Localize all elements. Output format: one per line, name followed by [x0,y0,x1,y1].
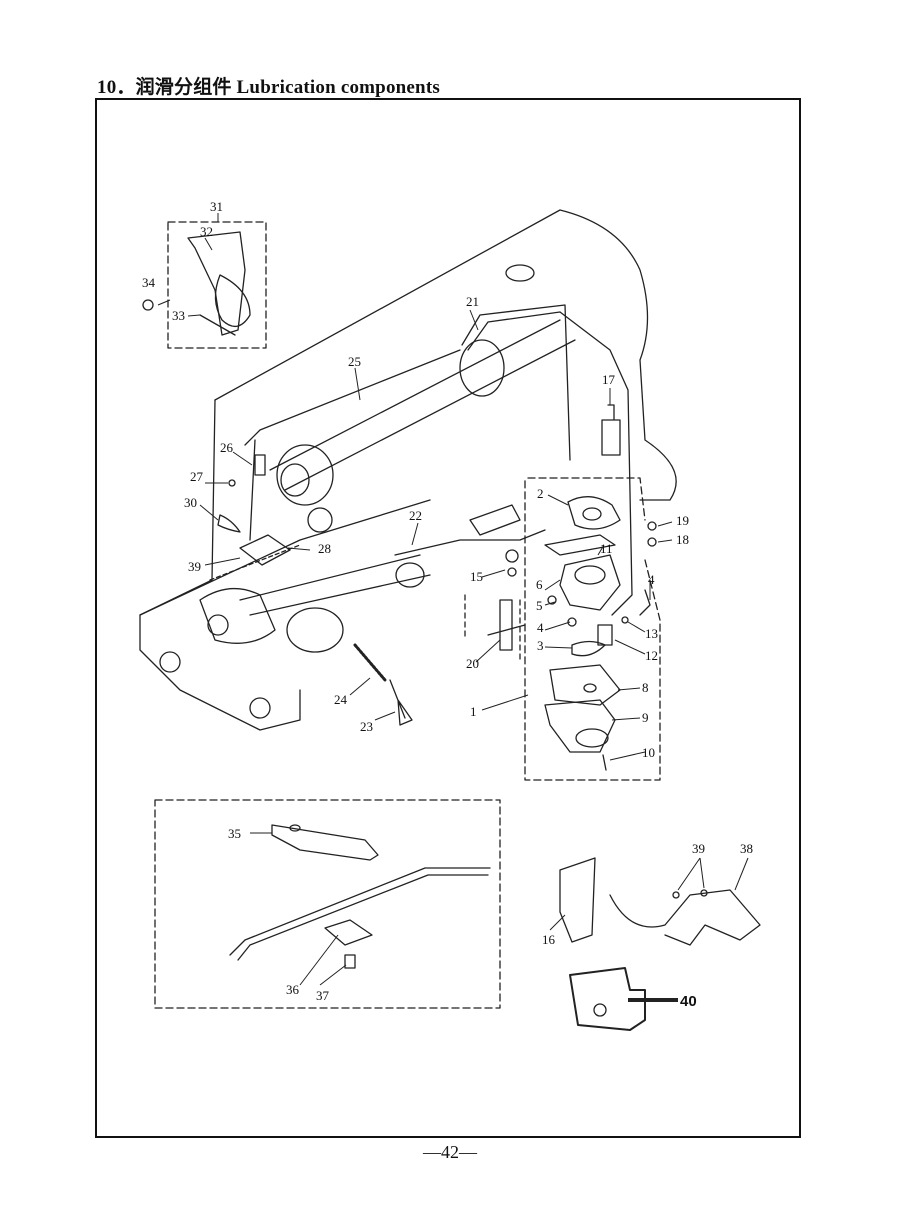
callout-1: 1 [470,704,477,719]
screw-18 [647,537,657,547]
inset-lower-box [154,799,501,1009]
callout-36: 36 [286,982,300,997]
callout-38: 38 [740,841,753,856]
callout-5: 5 [536,598,543,613]
callout-39-left: 39 [188,559,201,574]
wiper-38 [609,889,761,946]
page-number: —42— [423,1142,477,1162]
diagram-frame [95,98,801,1138]
hook-gear-housing [199,587,276,644]
pump-body-11 [559,554,621,611]
callout-4-lower: 4 [537,620,544,635]
oil-pipe-25 [244,349,461,446]
machine-arm-outline [214,209,677,501]
plate-16 [559,857,596,943]
felt-28 [239,534,291,566]
callout-32: 32 [200,224,213,239]
gear-12 [597,624,613,646]
inset-31-box [167,221,267,349]
gasket-8 [549,664,621,706]
callout-33: 33 [172,308,185,323]
pump-cover-2 [567,496,621,530]
callout-28: 28 [318,541,331,556]
callout-37: 37 [316,988,330,1003]
callout-25: 25 [348,354,361,369]
oil-pipe-22 [394,529,546,556]
callout-17: 17 [602,372,616,387]
callout-39-right: 39 [692,841,705,856]
callout-11: 11 [600,541,613,556]
callout-23: 23 [360,719,373,734]
callout-16: 16 [542,932,556,947]
callout-4-right: 4 [648,572,655,587]
callout-12: 12 [645,648,658,663]
callout-40: 40 [680,993,697,1010]
upper-shaft [269,319,576,491]
screw-23 [389,679,413,726]
part-20 [487,599,526,651]
callout-19: 19 [676,513,689,528]
callout-18: 18 [676,532,689,547]
plate-35 [271,824,379,861]
callout-3: 3 [537,638,544,653]
callout-13: 13 [645,626,658,641]
plate-40 [569,967,646,1031]
callout-6: 6 [536,577,543,592]
rod [229,867,491,961]
callout-22: 22 [409,508,422,523]
lower-bushing [286,607,344,653]
bushing-left [276,444,334,506]
callout-31: 31 [210,199,223,214]
filter-17 [601,404,621,456]
callout-24: 24 [334,692,348,707]
callout-20: 20 [466,656,479,671]
callout-34: 34 [142,275,156,290]
callout-26: 26 [220,440,234,455]
callout-9: 9 [642,710,649,725]
callout-30: 30 [184,495,197,510]
thread-guide-32 [187,231,246,336]
screw-34 [142,299,154,311]
callout-27: 27 [190,469,204,484]
callout-21: 21 [466,294,479,309]
screw-37 [344,954,356,969]
bushing-right [459,339,505,397]
pump-base-9 [544,699,616,753]
callout-2: 2 [537,486,544,501]
page-title: 10．润滑分组件 Lubrication components [97,77,440,98]
callout-15: 15 [470,569,483,584]
callout-35: 35 [228,826,241,841]
callout-8: 8 [642,680,649,695]
pump-assembly-box [524,477,661,781]
screw-19 [647,521,657,531]
oil-cap [505,264,535,282]
oil-pipe-21 [461,304,571,461]
lower-shaft [239,554,431,616]
part-36 [324,919,373,946]
callout-10: 10 [642,745,655,760]
